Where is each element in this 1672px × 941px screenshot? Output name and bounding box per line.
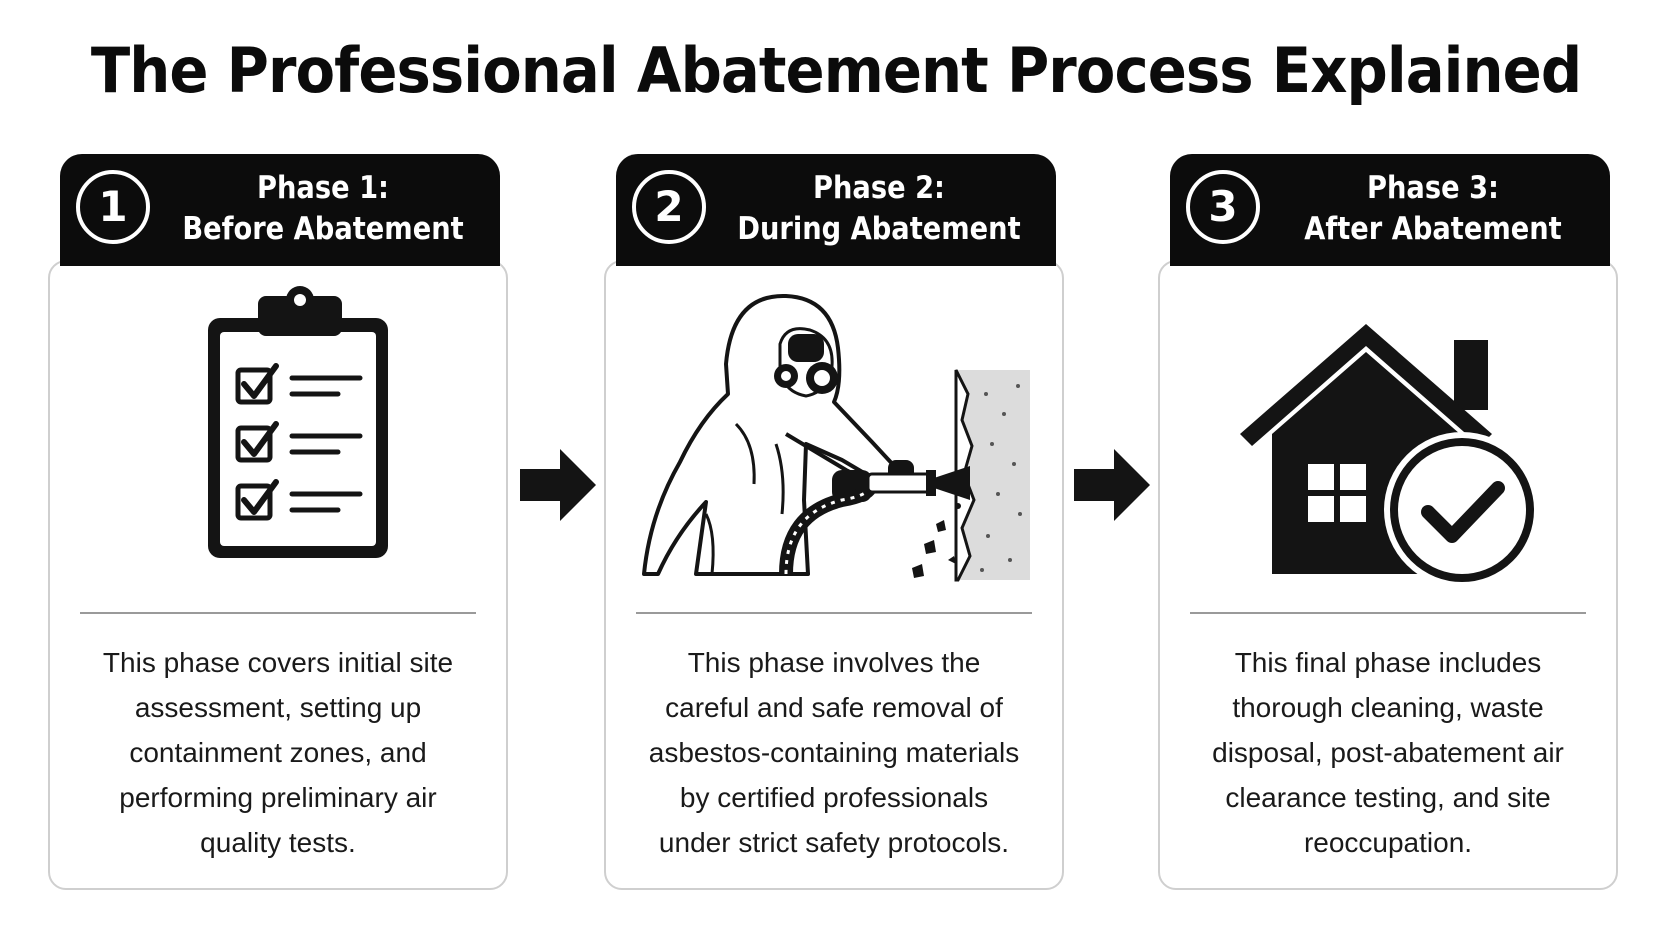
phase-1: 1 Phase 1: Before Abatement (48, 150, 508, 890)
phase-3-divider (1190, 612, 1586, 614)
phase-1-description: This phase covers initial site assessmen… (102, 647, 454, 858)
phase-2-label: Phase 2: (813, 170, 945, 206)
phase-2-divider (636, 612, 1032, 614)
phase-2-number-badge: 2 (632, 170, 706, 244)
phase-1-header: 1 Phase 1: Before Abatement (60, 154, 500, 266)
phase-3-card: This final phase includes thorough clean… (1158, 260, 1618, 890)
phase-3: 3 Phase 3: After Abatement (1158, 150, 1618, 890)
phase-1-title: Phase 1: Before Abatement (176, 168, 470, 250)
phase-3-label: Phase 3: (1367, 170, 1499, 206)
phase-3-name: After Abatement (1304, 211, 1562, 247)
phase-1-number-badge: 1 (76, 170, 150, 244)
phase-2-header: 2 Phase 2: During Abatement (616, 154, 1056, 266)
phase-2-description: This phase involves the careful and safe… (648, 647, 1020, 858)
clipboard-checklist-icon (80, 274, 480, 594)
phase-3-title: Phase 3: After Abatement (1286, 168, 1580, 250)
phase-1-name: Before Abatement (182, 211, 464, 247)
phase-1-card: This phase covers initial site assessmen… (48, 260, 508, 890)
right-arrow-icon (1074, 445, 1152, 525)
house-checkmark-icon (1190, 274, 1590, 594)
phase-3-number-badge: 3 (1186, 170, 1260, 244)
phase-3-description: This final phase includes thorough clean… (1212, 647, 1564, 858)
phase-1-divider (80, 612, 476, 614)
phase-2-card: This phase involves the careful and safe… (604, 260, 1064, 890)
phase-1-label: Phase 1: (257, 170, 389, 206)
phase-2-name: During Abatement (737, 211, 1021, 247)
phase-3-header: 3 Phase 3: After Abatement (1170, 154, 1610, 266)
hazmat-worker-icon (636, 274, 1036, 594)
phase-2: 2 Phase 2: During Abatement (604, 150, 1064, 890)
phase-2-title: Phase 2: During Abatement (732, 168, 1026, 250)
page-title: The Professional Abatement Process Expla… (90, 34, 1582, 107)
right-arrow-icon (520, 445, 598, 525)
